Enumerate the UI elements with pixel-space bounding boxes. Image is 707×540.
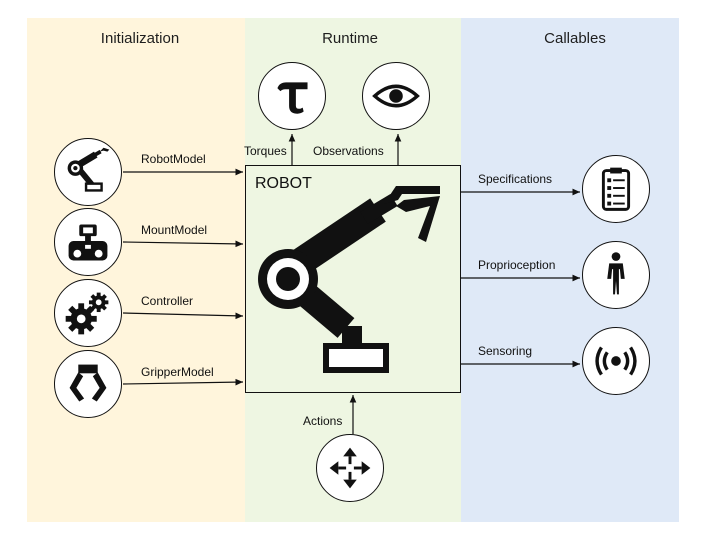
gripper-model-label: GripperModel [141, 365, 214, 379]
move-arrows-icon [329, 447, 371, 489]
proprioception-label: Proprioception [478, 258, 556, 272]
observations-label: Observations [313, 144, 384, 158]
robot-box: ROBOT [245, 165, 461, 393]
mount-model-node [54, 208, 122, 276]
observations-node [362, 62, 430, 130]
runtime-title: Runtime [322, 30, 378, 47]
robot-model-node [54, 138, 122, 206]
sensor-icon [595, 346, 637, 376]
gripper-model-node [54, 350, 122, 418]
clipboard-list-icon [601, 167, 631, 211]
actions-label: Actions [303, 414, 343, 428]
controller-node [54, 279, 122, 347]
specifications-node [582, 155, 650, 223]
torques-node [258, 62, 326, 130]
gears-icon [65, 292, 109, 335]
tau-icon [277, 82, 308, 114]
specifications-label: Specifications [478, 172, 553, 186]
proprioception-node [582, 241, 650, 309]
robot-arm-icon [67, 147, 110, 192]
robot-title: ROBOT [255, 175, 312, 192]
torques-label: Torques [244, 144, 287, 158]
person-icon [607, 252, 625, 295]
eye-icon [372, 84, 420, 108]
robot-arm-illustration [258, 186, 440, 373]
mount-icon [68, 224, 108, 261]
sensoring-node [582, 327, 650, 395]
initialization-title: Initialization [100, 30, 180, 47]
actions-node [316, 434, 384, 502]
gripper-icon [69, 364, 107, 402]
sensoring-label: Sensoring [478, 344, 533, 358]
robot-model-label: RobotModel [141, 152, 206, 166]
mount-model-label: MountModel [141, 223, 208, 237]
callables-title: Callables [544, 30, 606, 47]
controller-label: Controller [141, 294, 194, 308]
initialization-panel [27, 18, 245, 522]
